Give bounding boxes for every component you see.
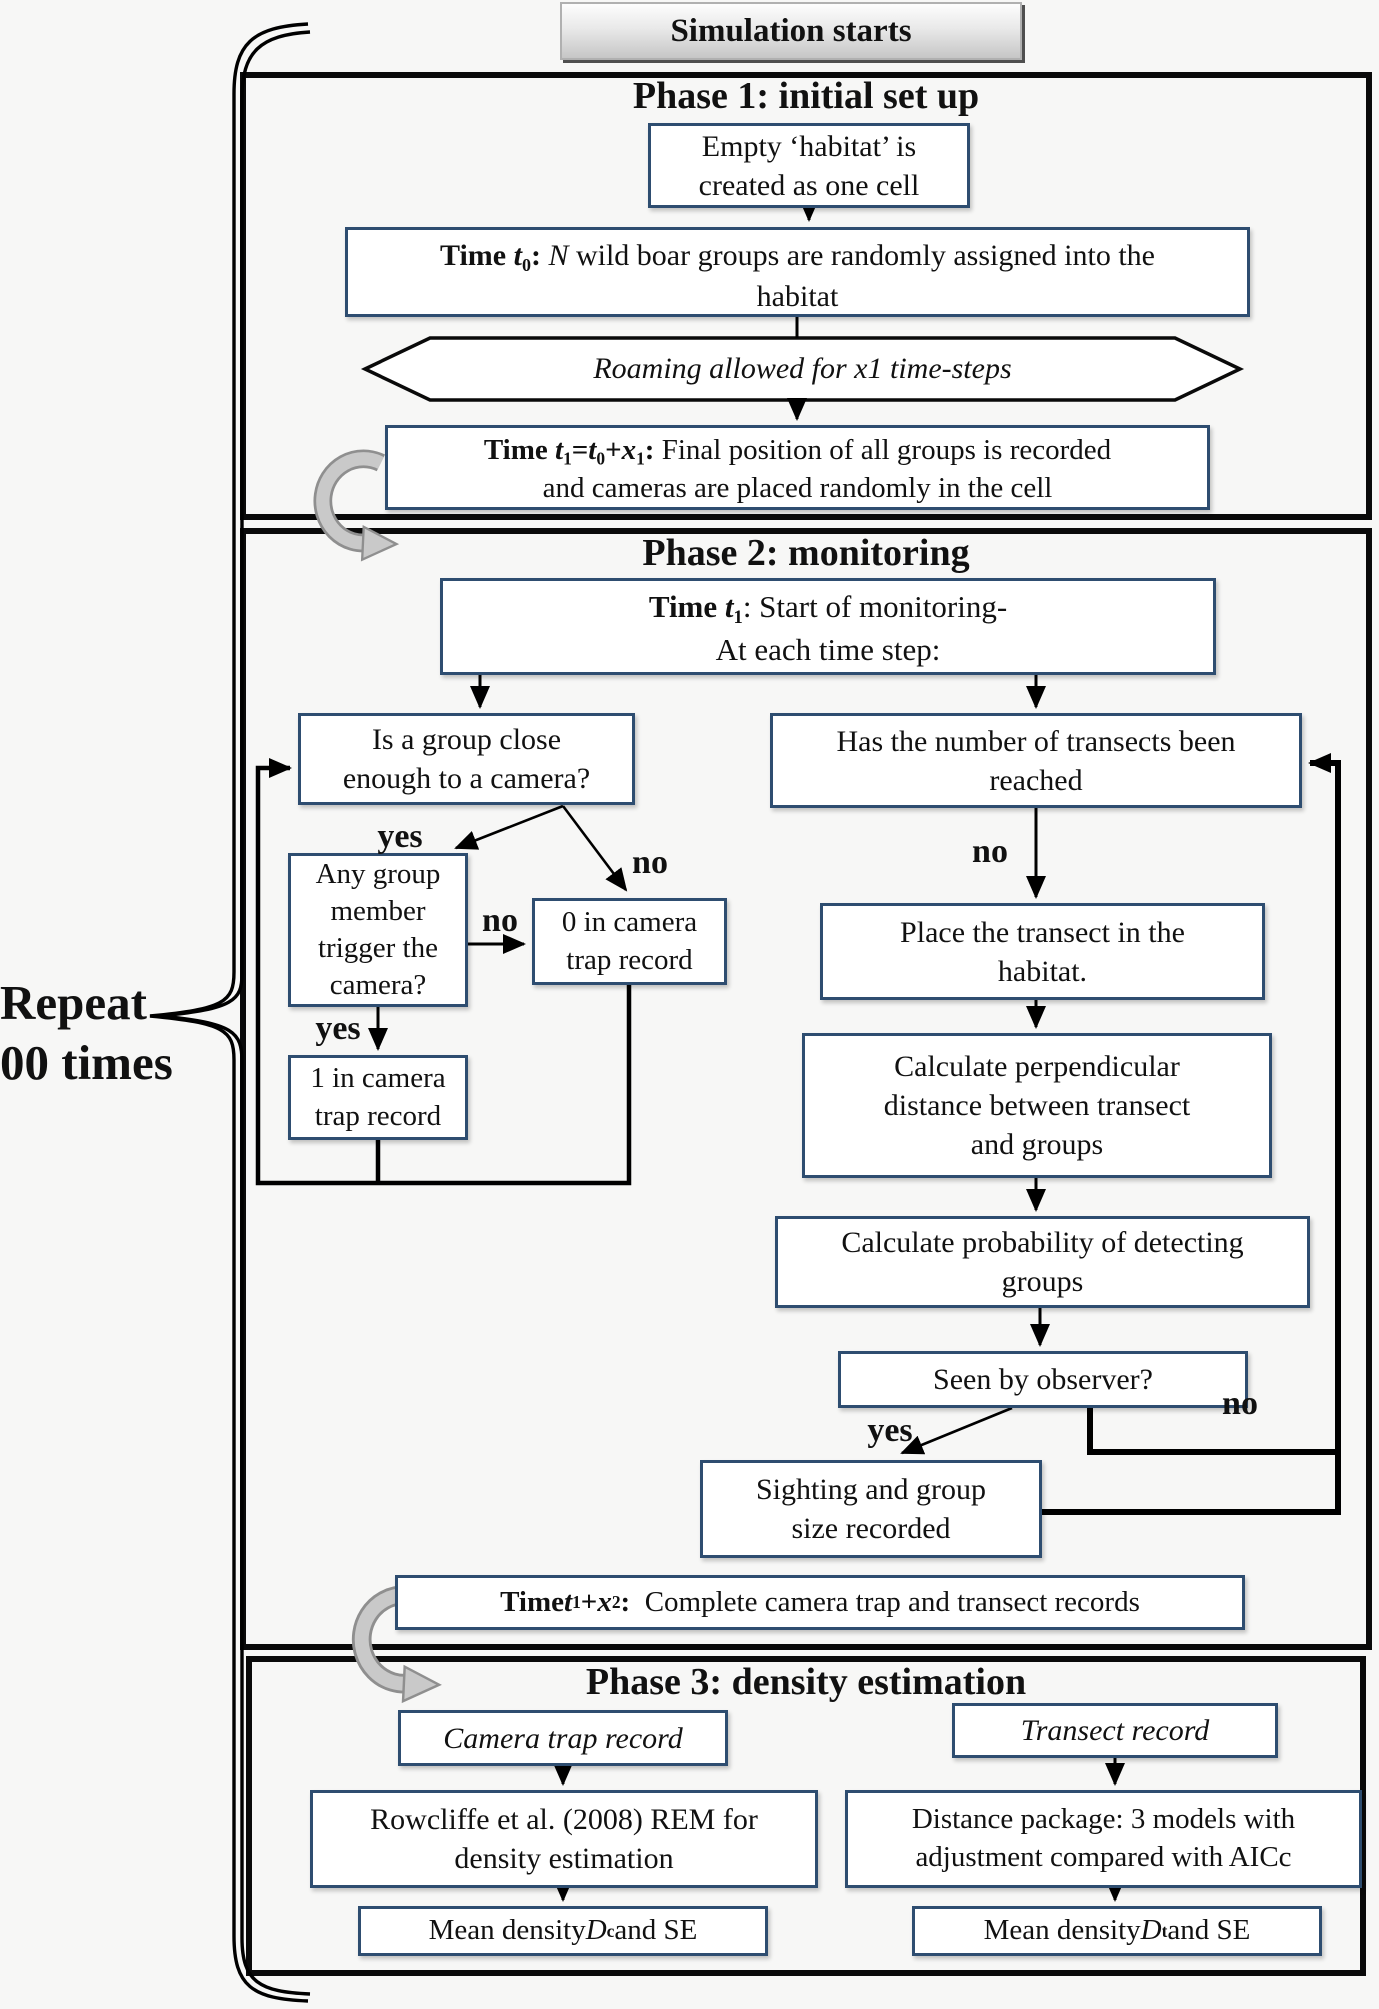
no-label-trigger: no [482, 902, 518, 939]
flow-arrows [255, 199, 1341, 1902]
phase1-title: Phase 1: initial set up [632, 75, 980, 117]
yes-label-seen: yes [867, 1412, 913, 1449]
seen-by-observer-box: Seen by observer? [838, 1351, 1248, 1408]
repeat-brace-icon [149, 22, 311, 2003]
repeat-label-line2: 00 times [0, 1035, 173, 1090]
assign-groups-box: Time t0: N wild boar groups are randomly… [345, 227, 1250, 317]
no-label-transects: no [972, 833, 1008, 870]
yes-label-trigger: yes [315, 1010, 361, 1047]
simulation-starts-button: Simulation starts [560, 2, 1022, 60]
start-monitoring-box: Time t1: Start of monitoring-At each tim… [440, 578, 1216, 675]
repeat-label-line1: Repeat [0, 975, 147, 1030]
phase2-title: Phase 2: monitoring [642, 532, 970, 574]
phase3-title: Phase 3: density estimation [585, 1661, 1027, 1703]
transect-record-box: Transect record [952, 1703, 1278, 1758]
no-label-seen: no [1222, 1385, 1258, 1422]
simulation-starts-label: Simulation starts [670, 12, 912, 49]
roaming-hexagon-shape [360, 336, 1245, 402]
yes-label-camera: yes [377, 818, 423, 855]
no-label-camera: no [632, 844, 668, 881]
final-position-box: Time t1=t0+x1: Final position of all gro… [385, 425, 1210, 510]
roaming-hexagon-label: Roaming allowed for x1 time-steps [593, 352, 1012, 385]
phase3-frame [246, 1656, 1366, 1976]
camera-trap-record-box: Camera trap record [398, 1710, 728, 1766]
